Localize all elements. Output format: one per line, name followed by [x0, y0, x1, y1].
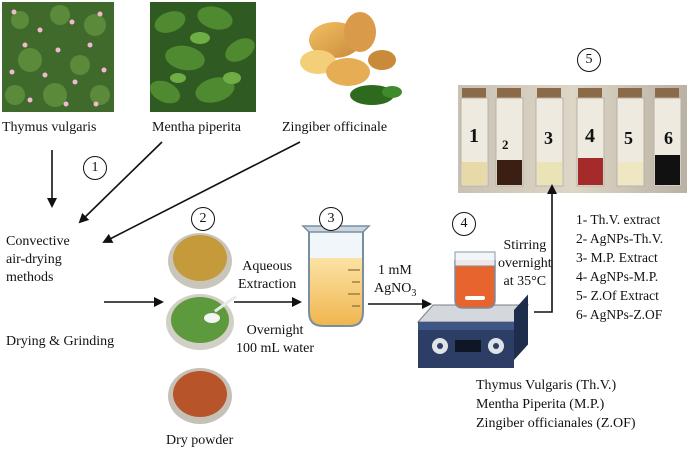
result-item: 3- M.P. Extract: [576, 250, 658, 265]
ginger-photo: [300, 12, 402, 105]
vial-number-1: 1: [469, 125, 479, 147]
plant-label-thymus: Thymus vulgaris: [2, 120, 97, 135]
result-item: 1- Th.V. extract: [576, 212, 661, 227]
vial-number-6: 6: [664, 128, 673, 148]
agno3-label: 1 mM AgNO3: [374, 263, 417, 299]
step-3-marker: 3: [319, 207, 343, 231]
result-item: 2- AgNPs-Th.V.: [576, 231, 664, 246]
aqueous-extraction-label: Aqueous Extraction: [238, 259, 297, 292]
convective-label: Convective air-drying methods: [6, 234, 70, 285]
mentha-photo: [149, 2, 256, 112]
flow-arrows: [47, 141, 557, 313]
result-item: 4- AgNPs-M.P.: [576, 269, 659, 284]
stirrer-illustration: [416, 251, 530, 368]
step-1-marker: 1: [83, 156, 107, 180]
stirring-label: Stirring overnight at 35°C: [498, 238, 552, 289]
drying-grinding-label: Drying & Grinding: [6, 334, 115, 349]
step-2-marker: 2: [191, 207, 215, 231]
abbreviation-item: Zingiber officianales (Z.OF): [476, 416, 636, 431]
powder-bowls: [166, 233, 238, 424]
plant-label-mentha: Mentha piperita: [152, 120, 242, 135]
beaker-illustration: [301, 225, 371, 327]
overnight-label: Overnight 100 mL water: [236, 323, 315, 356]
vial-number-5: 5: [624, 128, 633, 148]
vial-number-4: 4: [585, 125, 595, 147]
step-4-marker: 4: [452, 212, 476, 236]
abbreviation-item: Mentha Piperita (M.P.): [476, 397, 605, 412]
results-list: 1- Th.V. extract 2- AgNPs-Th.V. 3- M.P. …: [576, 210, 663, 324]
dry-powder-label: Dry powder: [166, 433, 234, 448]
thymus-photo: [2, 2, 114, 112]
abbreviations-list: Thymus Vulgaris (Th.V.) Mentha Piperita …: [476, 376, 636, 433]
step-5-marker: 5: [577, 48, 601, 72]
vial-number-3: 3: [544, 128, 553, 148]
result-item: 6- AgNPs-Z.OF: [576, 307, 663, 322]
result-item: 5- Z.Of Extract: [576, 288, 659, 303]
vials-photo: [458, 85, 687, 193]
plant-label-zingiber: Zingiber officinale: [282, 120, 388, 135]
abbreviation-item: Thymus Vulgaris (Th.V.): [476, 378, 617, 393]
vial-number-2: 2: [502, 137, 509, 152]
